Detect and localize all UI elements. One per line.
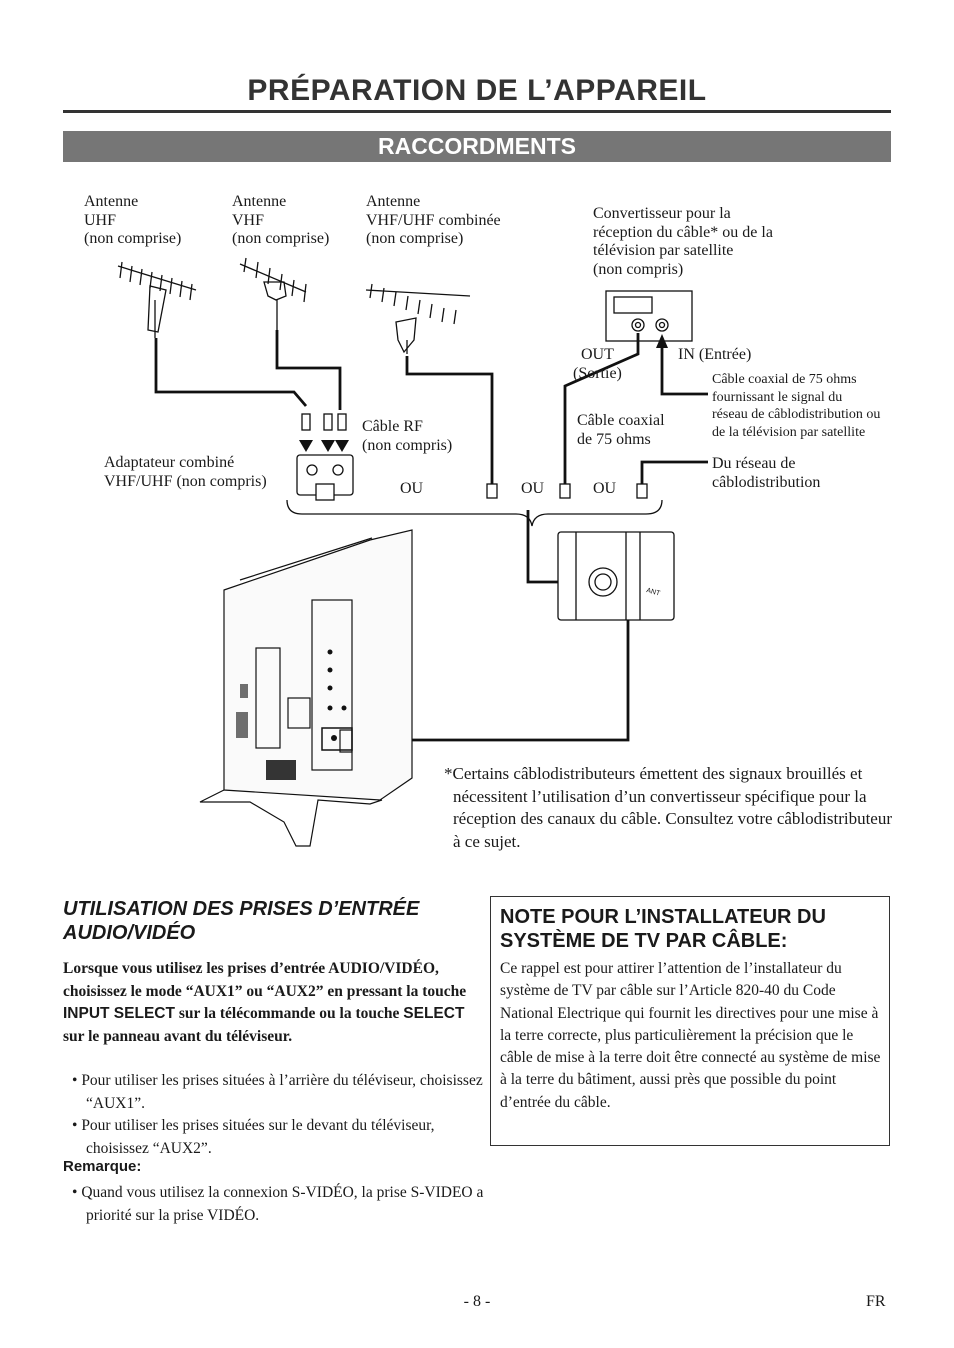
av-bullet-2: • Pour utiliser les prises situées sur l… [72,1117,435,1157]
uhf-antenna-icon [117,261,197,338]
ant-jack-closeup [557,531,675,621]
lead-text-3: sur le panneau avant du téléviseur. [63,1027,293,1045]
combo-antenna-icon [365,283,471,354]
lead-text-1: Lorsque vous utilisez les prises d’entré… [63,960,467,1000]
label-or-1: OU [400,480,424,497]
installer-note-box [490,896,890,1146]
label-converter: Convertisseur pour la réception du câble… [593,205,773,278]
label-coax-signal: Câble coaxial de 75 ohms fournissant le … [712,372,881,440]
av-bullet-1-text: Pour utiliser les prises situées à l’arr… [81,1072,483,1112]
section-heading: RACCORDMENTS [63,131,891,162]
label-or-2: OU [521,480,545,497]
key-select: SELECT [403,1005,465,1022]
remark-bullet-text: Quand vous utilisez la connexion S-VIDÉO… [81,1184,484,1224]
page-number: - 8 - [463,1293,491,1310]
installer-note-body: Ce rappel est pour attirer l’attention d… [500,960,881,1111]
vhf-antenna-icon [239,257,307,330]
label-from-cable: Du réseau de câblodistribution [712,455,821,491]
vhf-uhf-adapter-icon [296,454,354,501]
tv-rear-panel [199,529,413,847]
lead-text-2: sur la télécommande ou la touche [174,1005,404,1022]
language-code: FR [866,1293,886,1310]
page-title: PRÉPARATION DE L’APPAREIL [247,74,707,107]
remark-bullet: • Quand vous utilisez la connexion S-VID… [72,1184,484,1224]
remark-label: Remarque: [63,1158,142,1175]
title-rule [63,110,891,113]
key-input-select: INPUT SELECT [63,1005,175,1022]
av-bullet-1: • Pour utiliser les prises situées à l’a… [72,1072,483,1112]
label-adapter: Adaptateur combiné VHF/UHF (non compris) [104,454,267,490]
label-coax-75: Câble coaxial de 75 ohms [577,412,665,448]
label-rf-cable: Câble RF (non compris) [362,418,453,454]
av-section-lead: Lorsque vous utilisez les prises d’entré… [63,958,468,1048]
converter-box [605,290,693,342]
label-in: IN (Entrée) [678,346,752,363]
label-antenna-combo: Antenne VHF/UHF combinée (non comprise) [366,193,501,247]
av-bullet-2-text: Pour utiliser les prises situées sur le … [81,1117,435,1157]
label-antenna-vhf: Antenne VHF (non comprise) [232,193,330,247]
connection-diagram: ANT [117,257,708,847]
label-or-3: OU [593,480,617,497]
av-section-title: UTILISATION DES PRISES D’ENTRÉE AUDIO/VI… [63,898,420,944]
footnote: *Certains câblodistributeurs émettent de… [444,764,893,851]
installer-note-title: NOTE POUR L’INSTALLATEUR DU SYSTÈME DE T… [500,906,826,952]
label-antenna-uhf: Antenne UHF (non comprise) [84,193,182,247]
ant-jack-label: ANT [645,587,661,598]
label-out: OUT (Sortie) [573,346,622,382]
